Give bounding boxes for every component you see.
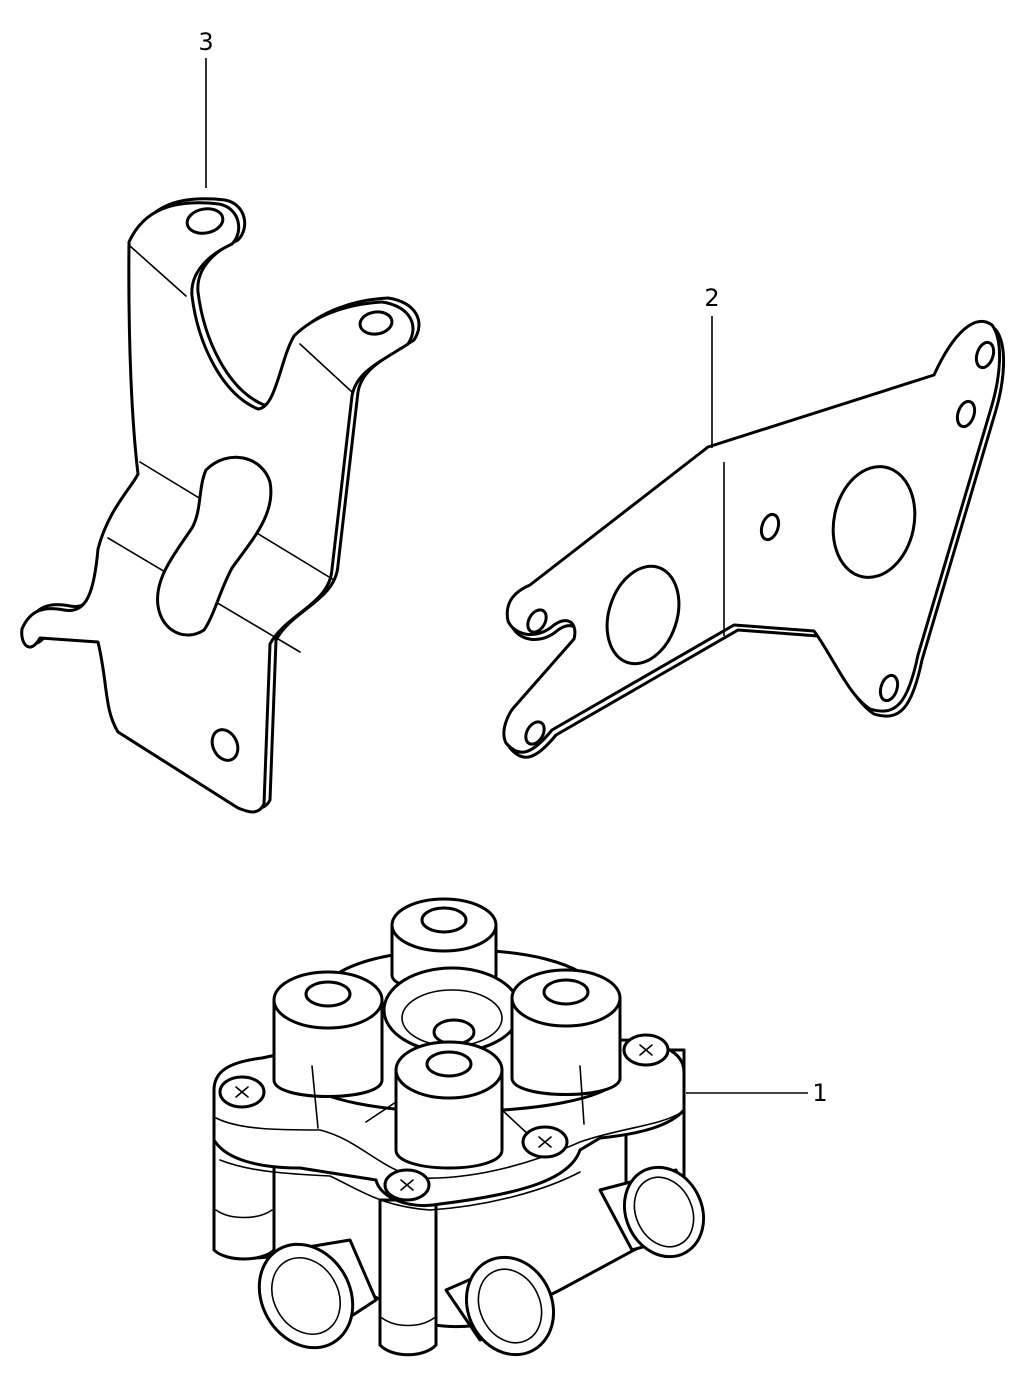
part-3-bracket — [20, 197, 421, 814]
valve-port-bore — [304, 980, 352, 1008]
valve-flange-line — [219, 1159, 581, 1211]
part-3-hole — [358, 310, 394, 336]
part-2-plate — [502, 319, 1005, 759]
callout-3: 3 — [198, 28, 214, 188]
part-3-slot — [156, 455, 273, 637]
valve-screw — [383, 1168, 431, 1202]
valve-screw — [622, 1033, 670, 1067]
valve-column-ring — [381, 1317, 435, 1327]
valve-port-bore — [425, 1050, 473, 1078]
callout-label-1: 1 — [812, 1079, 827, 1107]
valve-port-bore — [420, 906, 468, 934]
part-3-bend-line — [299, 343, 353, 393]
valve-outlet-port — [257, 1238, 378, 1350]
valve-rib — [501, 1109, 531, 1137]
valve-screw — [521, 1125, 569, 1159]
callout-label-2: 2 — [704, 284, 719, 312]
part-2-small-hole — [524, 720, 546, 746]
part-2-face — [502, 319, 1001, 754]
part-2-small-hole — [955, 399, 977, 429]
valve-column-ring — [215, 1209, 273, 1219]
valve-rib — [365, 1101, 397, 1123]
part-3-bend-line — [129, 245, 187, 297]
callout-label-3: 3 — [198, 28, 213, 56]
part-2-large-hole — [605, 564, 681, 666]
valve-rib — [579, 1065, 585, 1125]
part-2-small-hole — [759, 512, 781, 542]
part-2-small-hole — [526, 608, 548, 634]
callout-1: 1 — [686, 1079, 828, 1107]
valve-center-recess-bore — [432, 1018, 476, 1046]
valve-column-middle — [378, 1198, 438, 1357]
callout-2: 2 — [704, 284, 725, 636]
part-3-hole — [210, 728, 240, 762]
part-2-large-hole — [831, 465, 917, 579]
part-2-small-hole — [974, 340, 996, 370]
part-3-hole — [185, 207, 225, 235]
part-1-valve — [212, 897, 706, 1357]
valve-outlet-port — [598, 1165, 706, 1259]
valve-screw — [218, 1075, 266, 1109]
valve-port-bore — [542, 978, 590, 1006]
part-2-small-hole — [878, 673, 900, 703]
valve-rib — [311, 1065, 319, 1129]
valve-outlet-port — [444, 1255, 556, 1357]
